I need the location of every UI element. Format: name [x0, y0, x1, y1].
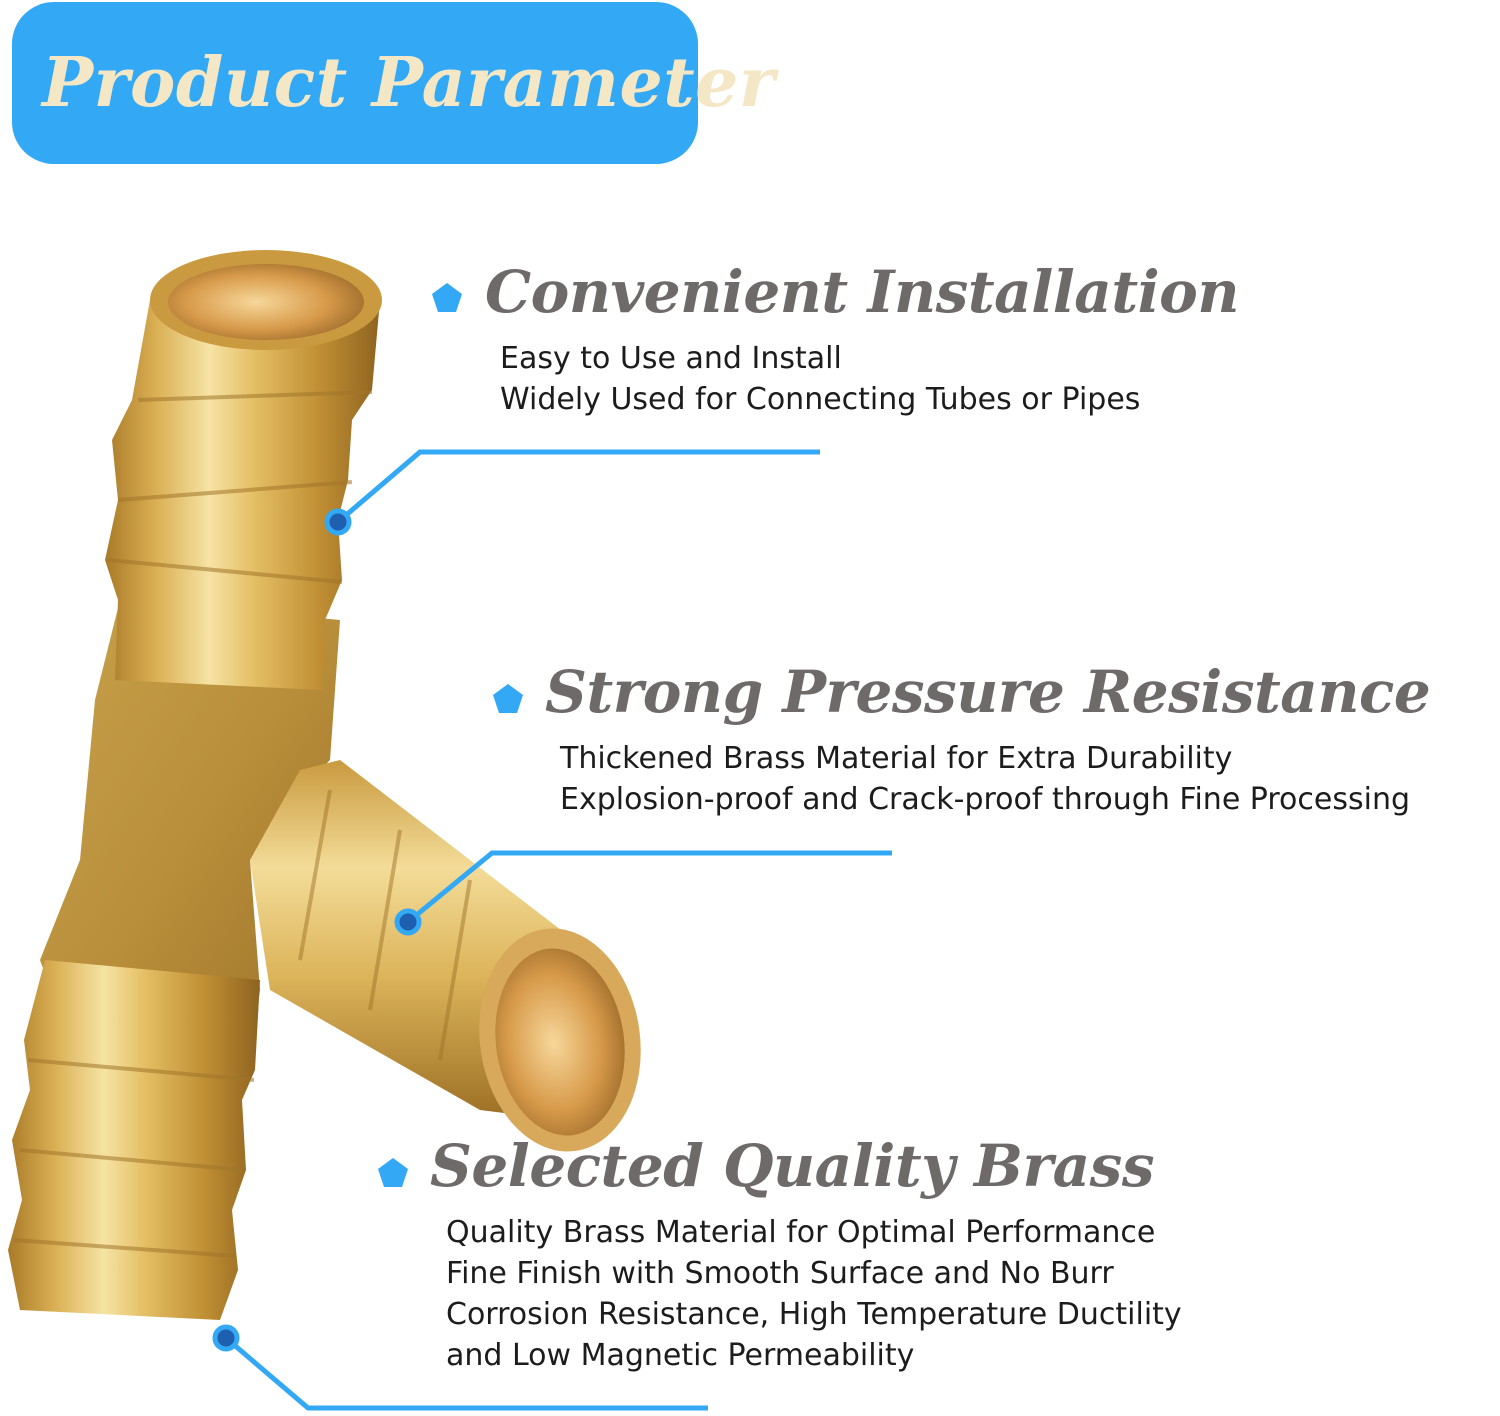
pentagon-bullet-icon	[493, 684, 523, 713]
feature-line: Fine Finish with Smooth Surface and No B…	[446, 1256, 1114, 1291]
callout-dot-icon	[394, 908, 422, 936]
feature-line: Explosion-proof and Crack-proof through …	[560, 782, 1411, 817]
section-lines-strong-pressure-resistance: Thickened Brass Material for Extra Durab…	[560, 738, 1410, 820]
callout-dot-icon	[324, 508, 352, 536]
pentagon-bullet-icon	[378, 1158, 408, 1187]
feature-line: Quality Brass Material for Optimal Perfo…	[446, 1215, 1156, 1250]
callout-leader-pressure	[406, 850, 892, 924]
section-title-selected-quality-brass: Selected Quality Brass	[430, 1132, 1154, 1200]
feature-line: Thickened Brass Material for Extra Durab…	[560, 741, 1233, 776]
feature-line: and Low Magnetic Permeability	[446, 1338, 915, 1373]
section-lines-selected-quality-brass: Quality Brass Material for Optimal Perfo…	[446, 1212, 1182, 1376]
header-banner: Product Parameter	[12, 2, 775, 164]
section-title-convenient-installation: Convenient Installation	[485, 258, 1240, 326]
fitting-side-barb	[250, 760, 641, 1152]
callout-dot-icon	[212, 1324, 240, 1352]
pentagon-bullet-icon	[432, 283, 462, 312]
fitting-lower-barb	[8, 960, 260, 1320]
page-title: Product Parameter	[42, 43, 776, 123]
section-title-strong-pressure-resistance: Strong Pressure Resistance	[545, 658, 1431, 726]
fitting-body	[40, 600, 340, 1060]
feature-line: Easy to Use and Install	[500, 341, 842, 376]
fitting-upper-barb	[105, 250, 382, 690]
feature-line: Widely Used for Connecting Tubes or Pipe…	[500, 382, 1141, 417]
callout-leader-convenient	[336, 449, 820, 524]
section-lines-convenient-installation: Easy to Use and Install Widely Used for …	[500, 338, 1140, 420]
feature-line: Corrosion Resistance, High Temperature D…	[446, 1297, 1182, 1332]
